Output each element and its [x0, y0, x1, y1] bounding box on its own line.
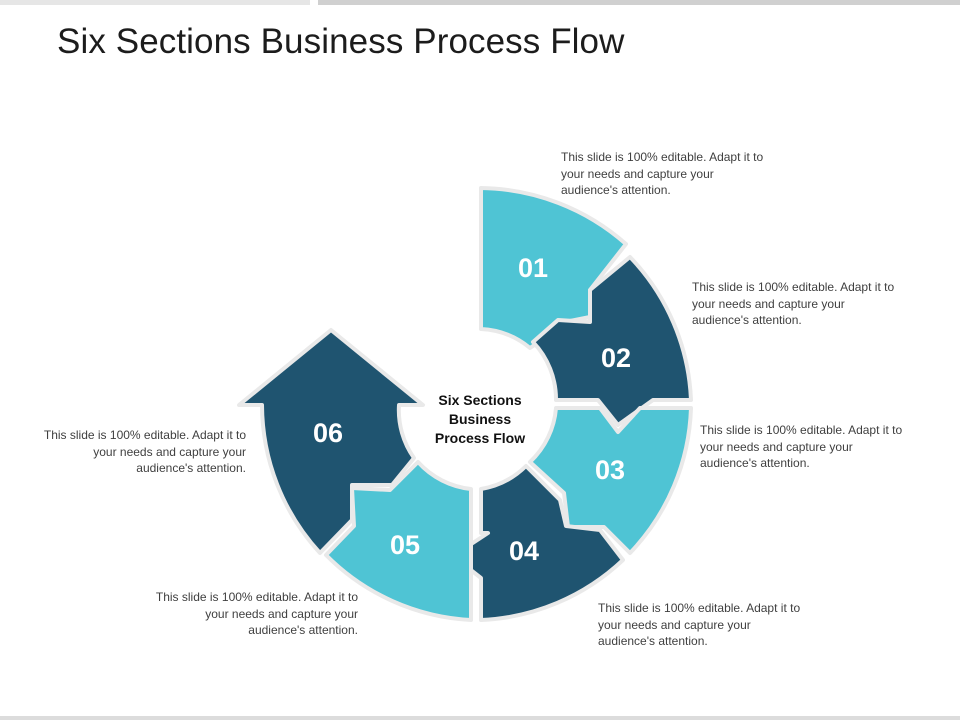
segment-number-05: 05 [390, 530, 420, 560]
cycle-segments [237, 186, 693, 622]
bottom-bar [0, 716, 960, 720]
segment-number-06: 06 [313, 418, 343, 448]
top-bar-left [0, 0, 310, 5]
section-06-description: This slide is 100% editable. Adapt it to… [43, 428, 246, 475]
cycle-segment-06 [237, 328, 425, 555]
center-label: Six Sections Business Process Flow [412, 391, 548, 448]
cycle-segment-05 [324, 460, 473, 622]
cycle-segment-02 [531, 255, 693, 427]
section-01-description: This slide is 100% editable. Adapt it to… [561, 150, 764, 197]
section-02-description: This slide is 100% editable. Adapt it to… [692, 280, 895, 327]
center-label-line-2: Business [448, 411, 512, 427]
section-03-description: This slide is 100% editable. Adapt it to… [700, 423, 903, 470]
cycle-numbers: 01 02 03 04 05 06 [313, 253, 631, 566]
section-04-description: This slide is 100% editable. Adapt it to… [598, 601, 801, 648]
segment-number-03: 03 [595, 455, 625, 485]
page-title: Six Sections Business Process Flow [57, 22, 625, 61]
segment-number-02: 02 [601, 343, 631, 373]
section-05-description: This slide is 100% editable. Adapt it to… [155, 590, 358, 637]
center-label-line-3: Process Flow [434, 430, 526, 446]
segment-number-01: 01 [518, 253, 548, 283]
center-label-line-1: Six Sections [438, 392, 522, 408]
top-bar-right [318, 0, 960, 5]
segment-number-04: 04 [509, 536, 539, 566]
